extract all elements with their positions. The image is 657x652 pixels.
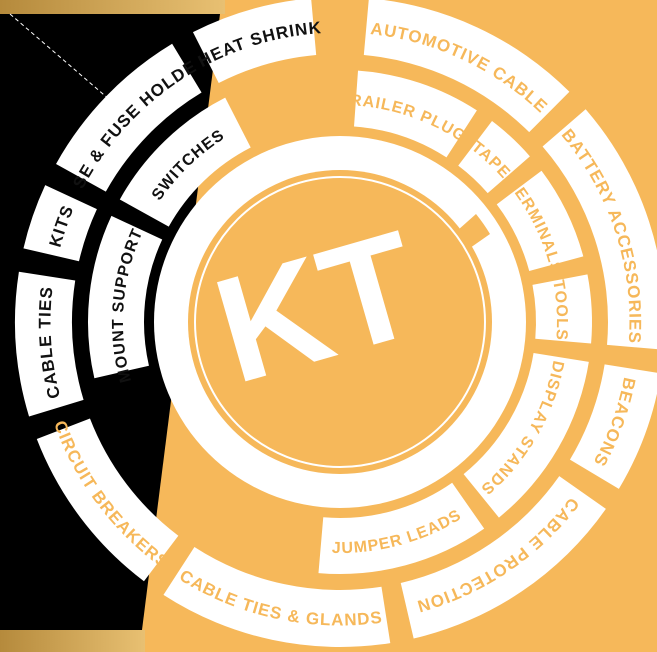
- segment-shape: [463, 352, 589, 518]
- kt-logo[interactable]: KT: [154, 136, 526, 508]
- logo-disc: [188, 170, 492, 474]
- segment-shape: [119, 97, 251, 227]
- segment-shape: [532, 274, 593, 344]
- segment-shape: [496, 170, 584, 271]
- segment-tools[interactable]: TOOLS: [532, 274, 593, 344]
- segment-shape: [56, 43, 202, 192]
- segment-shape: [192, 0, 317, 83]
- logo-thin-ring: [194, 176, 486, 468]
- segment-shape: [318, 482, 485, 575]
- segment-cable-ties[interactable]: CABLE TIES: [15, 271, 84, 417]
- segment-label: TOOLS: [549, 279, 570, 342]
- gold-bottom-strip: [0, 630, 145, 652]
- segment-kits[interactable]: KITS: [23, 185, 97, 262]
- segment-shape: [23, 185, 97, 262]
- segment-shape: [363, 0, 570, 133]
- dashed-accent-line: [9, 13, 111, 101]
- segment-shape: [15, 271, 84, 417]
- segment-shape: [354, 70, 477, 158]
- segment-shape: [36, 418, 179, 582]
- segment-heat-shrink[interactable]: HEAT SHRINK: [192, 0, 323, 83]
- segment-shape: [542, 109, 657, 350]
- gold-top-strip: [0, 0, 225, 14]
- segment-shape: [569, 364, 657, 489]
- segment-shape: [163, 547, 391, 647]
- segment-shape: [400, 476, 606, 639]
- segment-shape: [458, 121, 530, 194]
- segment-tape[interactable]: TAPE: [458, 121, 530, 194]
- segment-shape: [88, 215, 163, 379]
